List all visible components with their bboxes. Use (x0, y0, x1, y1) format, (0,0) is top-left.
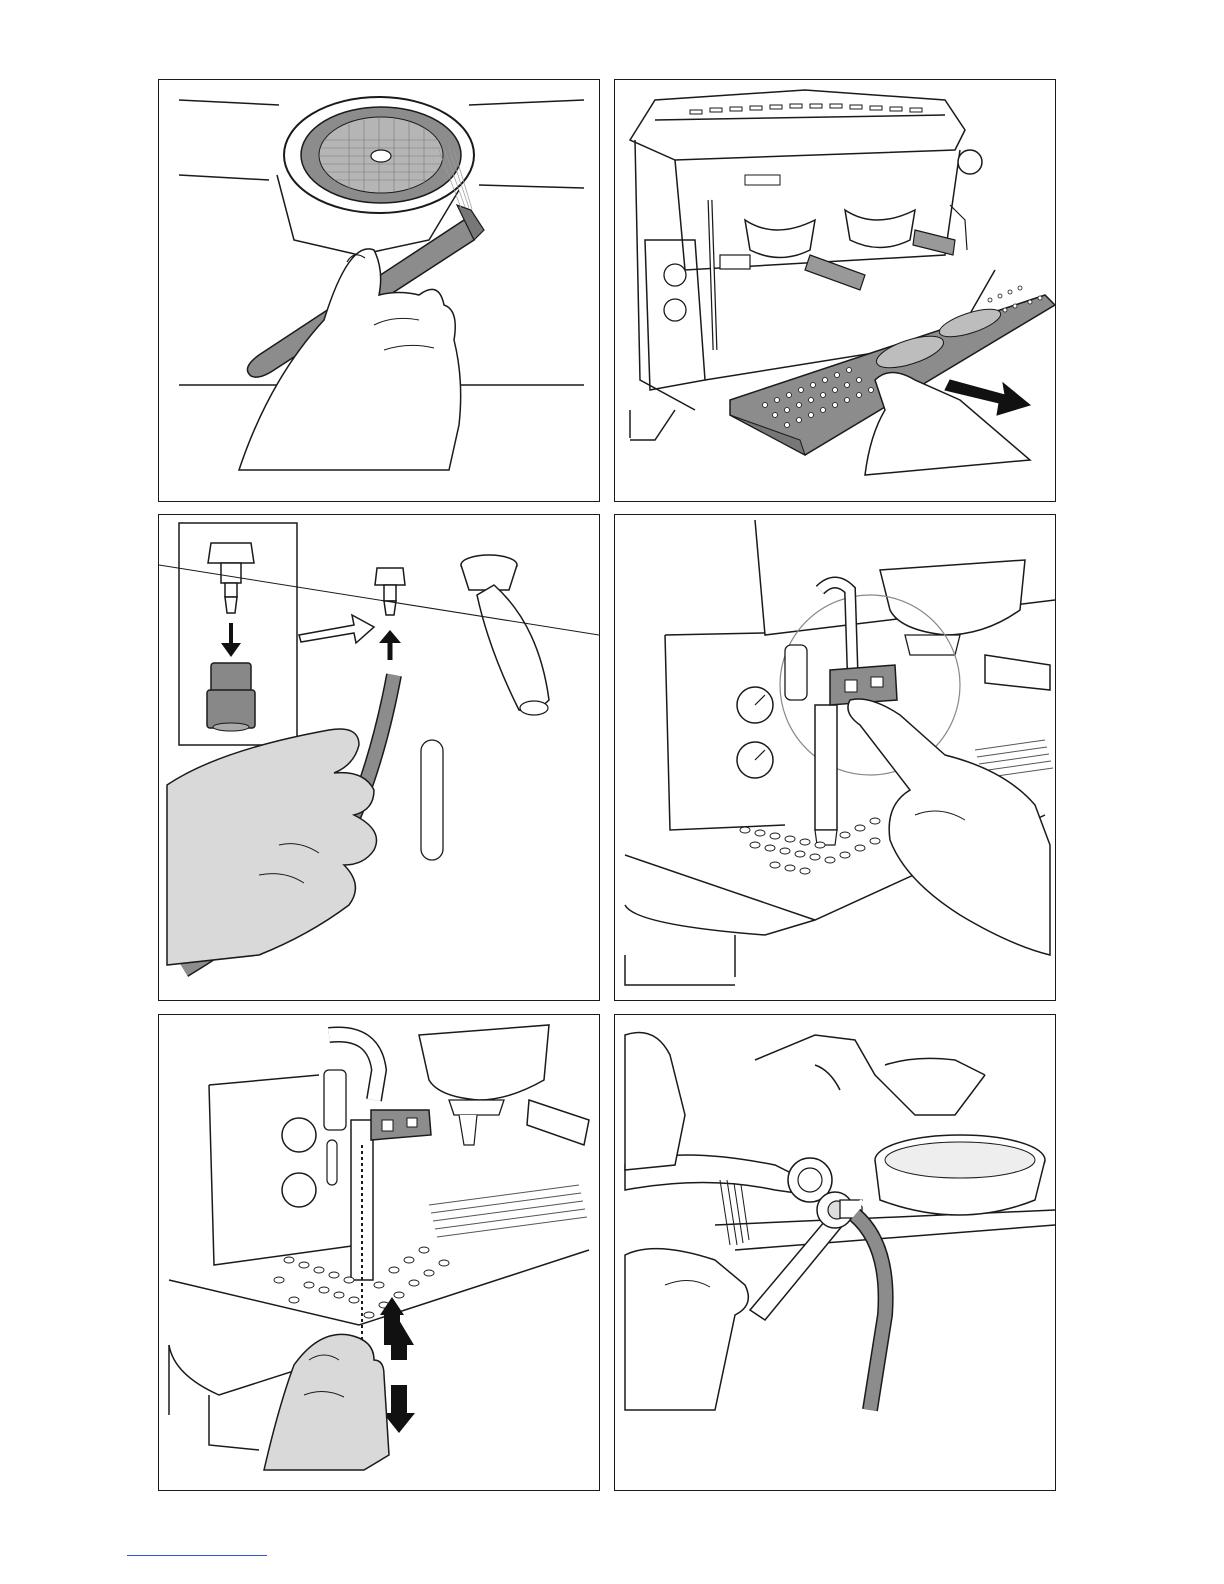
panel-wrench-fitting (614, 1014, 1056, 1491)
illustration-steam-control (615, 515, 1056, 1001)
panel-wand-tip-cleaning (158, 1014, 600, 1491)
illustration-wand-tip-cleaning (159, 1015, 600, 1491)
panel-steam-control (614, 514, 1056, 1001)
illustration-wrench-fitting (615, 1015, 1056, 1491)
footer-rule (127, 1555, 267, 1556)
panel-hose-connection (158, 514, 600, 1001)
illustration-hose-connection (159, 515, 600, 1001)
illustration-filter-cleaning (159, 80, 600, 502)
panel-drip-tray-removal (614, 79, 1056, 502)
illustration-drip-tray-removal (615, 80, 1056, 502)
panel-filter-cleaning (158, 79, 600, 502)
